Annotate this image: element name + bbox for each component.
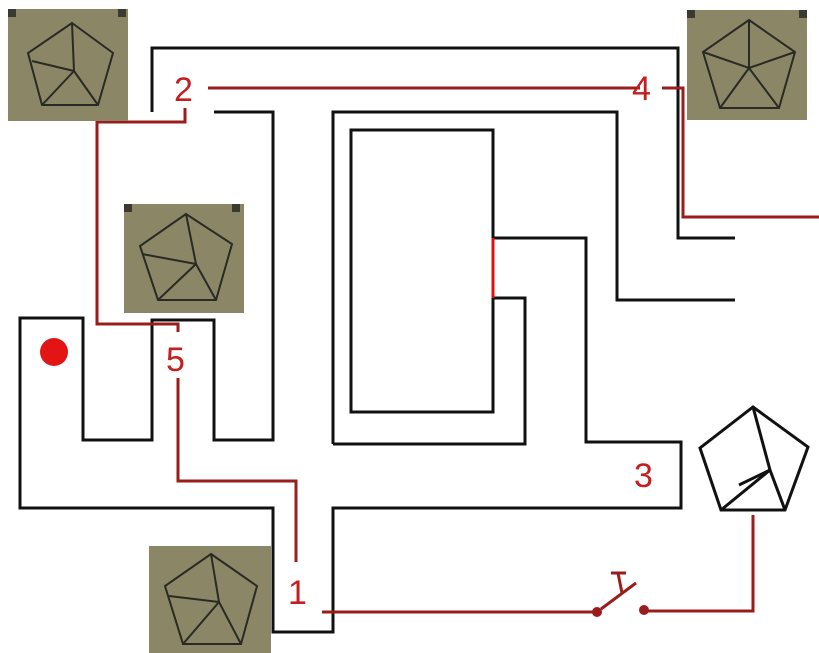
maze-walls [20, 48, 735, 632]
pentagon-outline-icon [700, 407, 808, 510]
label-5: 5 [166, 341, 185, 379]
number-labels: 1 2 3 4 5 [166, 70, 653, 612]
center-room [351, 130, 493, 412]
label-1: 1 [288, 574, 307, 612]
pentagon-tile-bottom [149, 546, 271, 653]
pentagon-tile-top-right [687, 10, 807, 120]
wire-switch-to-pentagon [645, 515, 753, 611]
inner-maze-wall [333, 112, 735, 444]
label-3: 3 [634, 457, 653, 495]
label-2: 2 [174, 71, 193, 109]
pentagon-tile-middle [124, 204, 244, 313]
switch-icon [592, 573, 649, 617]
wires [97, 88, 819, 612]
inner-bottom-wall [333, 298, 525, 444]
wire-5-to-1 [178, 378, 296, 562]
pentagon-tile-top-left [8, 9, 128, 121]
red-dot-icon [40, 338, 68, 366]
label-4: 4 [632, 70, 651, 108]
